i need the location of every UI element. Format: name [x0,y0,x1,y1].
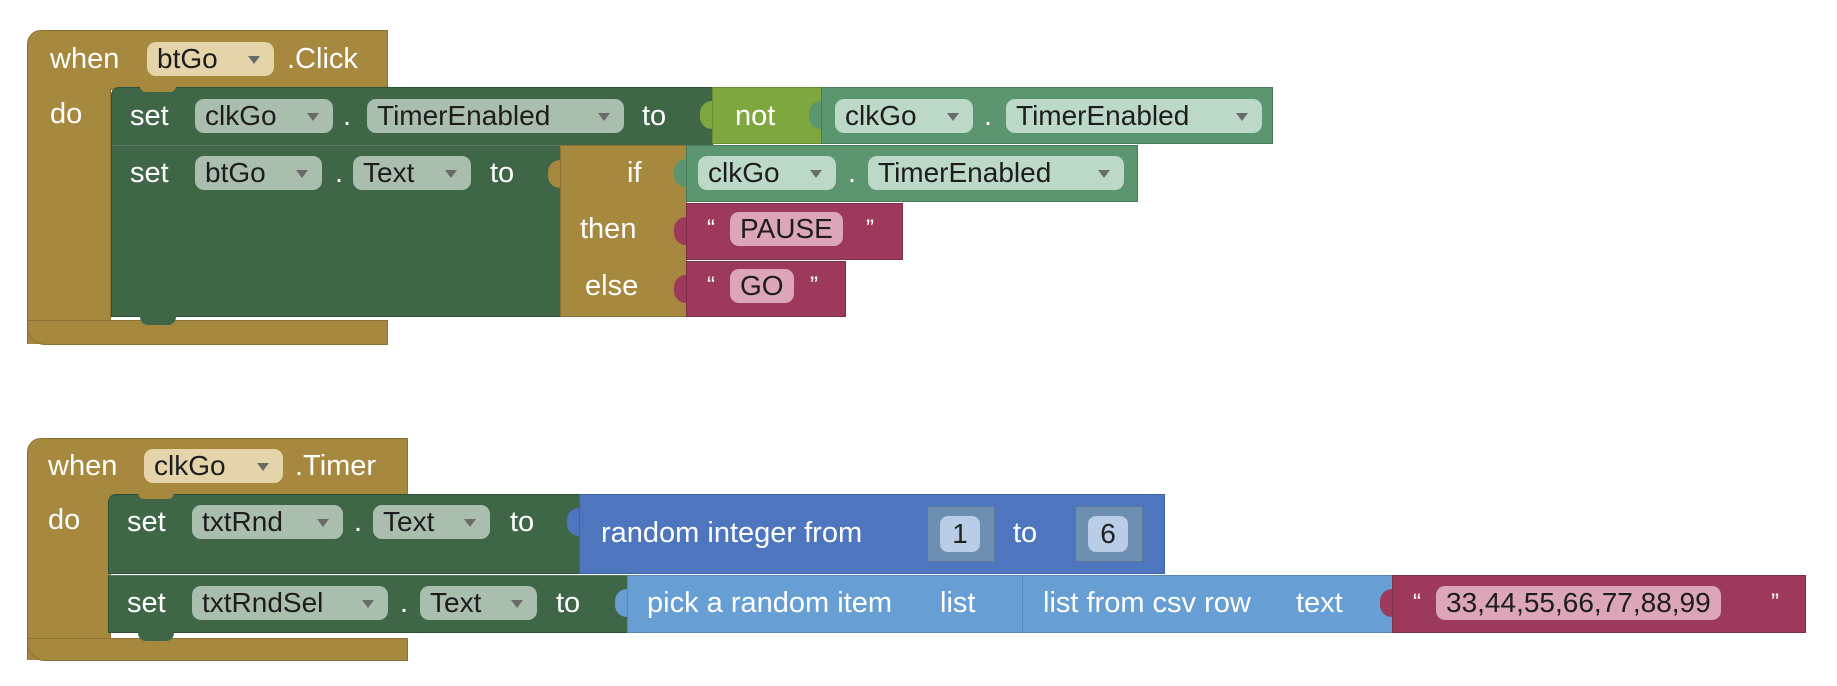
statement-notch [140,315,176,325]
dropdown-arrow-icon [317,519,329,527]
component-dropdown-clkgo[interactable]: clkGo [698,156,836,190]
random-from-value[interactable]: 1 [940,516,980,552]
dropdown-arrow-icon [1236,113,1248,121]
pick-random-item-label: pick a random item [647,587,892,619]
set-btgo-text-bottom [111,295,561,317]
puzzle-connector [674,275,686,303]
component-dropdown-clkgo[interactable]: clkGo [195,99,333,133]
dropdown-arrow-icon [464,519,476,527]
set-btgo-text-block[interactable] [111,145,561,317]
puzzle-connector [1010,589,1022,617]
component-dropdown-btgo[interactable]: btGo [195,156,322,190]
close-quote: ” [1771,589,1779,616]
to-label: to [510,506,535,538]
component-dropdown-btgo[interactable]: btGo [147,42,274,76]
then-label: then [580,213,637,245]
dropdown-arrow-icon [445,170,457,178]
set-label: set [127,587,166,619]
puzzle-connector [674,159,686,187]
event-name-label: .Click [287,43,358,75]
text-value-go[interactable]: GO [730,269,794,303]
open-quote: “ [707,272,715,299]
random-integer-block[interactable] [579,494,1165,574]
property-dropdown-text[interactable]: Text [420,586,537,620]
list-socket-label: list [940,587,976,619]
event-bottom [27,638,408,661]
dropdown-arrow-icon [362,600,374,608]
do-label: do [48,504,81,536]
close-quote: ” [866,215,874,242]
open-quote: “ [707,215,715,242]
close-quote: ” [810,272,818,299]
to-label: to [642,100,667,132]
dropdown-arrow-icon [1098,170,1110,178]
puzzle-connector [809,101,821,129]
component-dropdown-txtrndsel[interactable]: txtRndSel [192,586,388,620]
puzzle-connector [674,217,686,245]
not-block[interactable] [712,87,822,144]
open-quote: “ [1413,589,1421,616]
component-dropdown-txtrnd[interactable]: txtRnd [192,505,343,539]
dot-label: . [343,100,352,132]
list-from-csv-row-block[interactable] [1022,575,1393,633]
component-dropdown-clkgo[interactable]: clkGo [144,449,283,483]
to-label: to [490,157,515,189]
set-label: set [130,100,169,132]
else-label: else [585,270,639,302]
statement-notch [140,86,176,92]
statement-notch [138,631,174,641]
when-label: when [50,43,120,75]
event-bottom [27,320,388,345]
property-dropdown-text[interactable]: Text [353,156,471,190]
pick-random-item-block[interactable] [627,575,1023,633]
dropdown-arrow-icon [598,113,610,121]
event-left-arm [27,88,111,344]
text-socket-label: text [1296,587,1343,619]
random-integer-label: random integer from [601,517,863,549]
text-value-csv[interactable]: 33,44,55,66,77,88,99 [1436,586,1721,620]
dot-label: . [984,100,993,132]
set-label: set [130,157,169,189]
event-left-arm [27,496,111,660]
dropdown-arrow-icon [511,600,523,608]
dropdown-arrow-icon [947,113,959,121]
dropdown-arrow-icon [296,170,308,178]
puzzle-connector [548,160,560,188]
random-to-value[interactable]: 6 [1088,516,1128,552]
property-dropdown-text[interactable]: Text [373,505,490,539]
property-dropdown-timerenabled[interactable]: TimerEnabled [1006,99,1262,133]
text-value-pause[interactable]: PAUSE [730,212,843,246]
set-txtrnd-text-block[interactable] [108,494,580,574]
dropdown-arrow-icon [810,170,822,178]
dot-label: . [354,506,363,538]
set-label: set [127,506,166,538]
dropdown-arrow-icon [257,463,269,471]
puzzle-connector [567,508,579,536]
when-label: when [48,450,118,482]
puzzle-connector [615,589,627,617]
puzzle-connector [700,101,712,129]
statement-notch [138,493,174,499]
list-from-csv-row-label: list from csv row [1043,587,1251,619]
not-label: not [735,100,776,132]
property-dropdown-timerenabled[interactable]: TimerEnabled [868,156,1124,190]
if-label: if [627,157,642,189]
dropdown-arrow-icon [248,56,260,64]
random-to-label: to [1013,517,1038,549]
component-dropdown-clkgo[interactable]: clkGo [835,99,973,133]
do-label: do [50,98,83,130]
puzzle-connector [1380,589,1392,617]
if-then-else-block[interactable] [560,145,687,317]
dot-label: . [400,587,409,619]
to-label: to [556,587,581,619]
property-dropdown-timerenabled[interactable]: TimerEnabled [367,99,624,133]
dropdown-arrow-icon [307,113,319,121]
dot-label: . [335,157,344,189]
event-name-label: .Timer [295,450,377,482]
dot-label: . [848,157,857,189]
